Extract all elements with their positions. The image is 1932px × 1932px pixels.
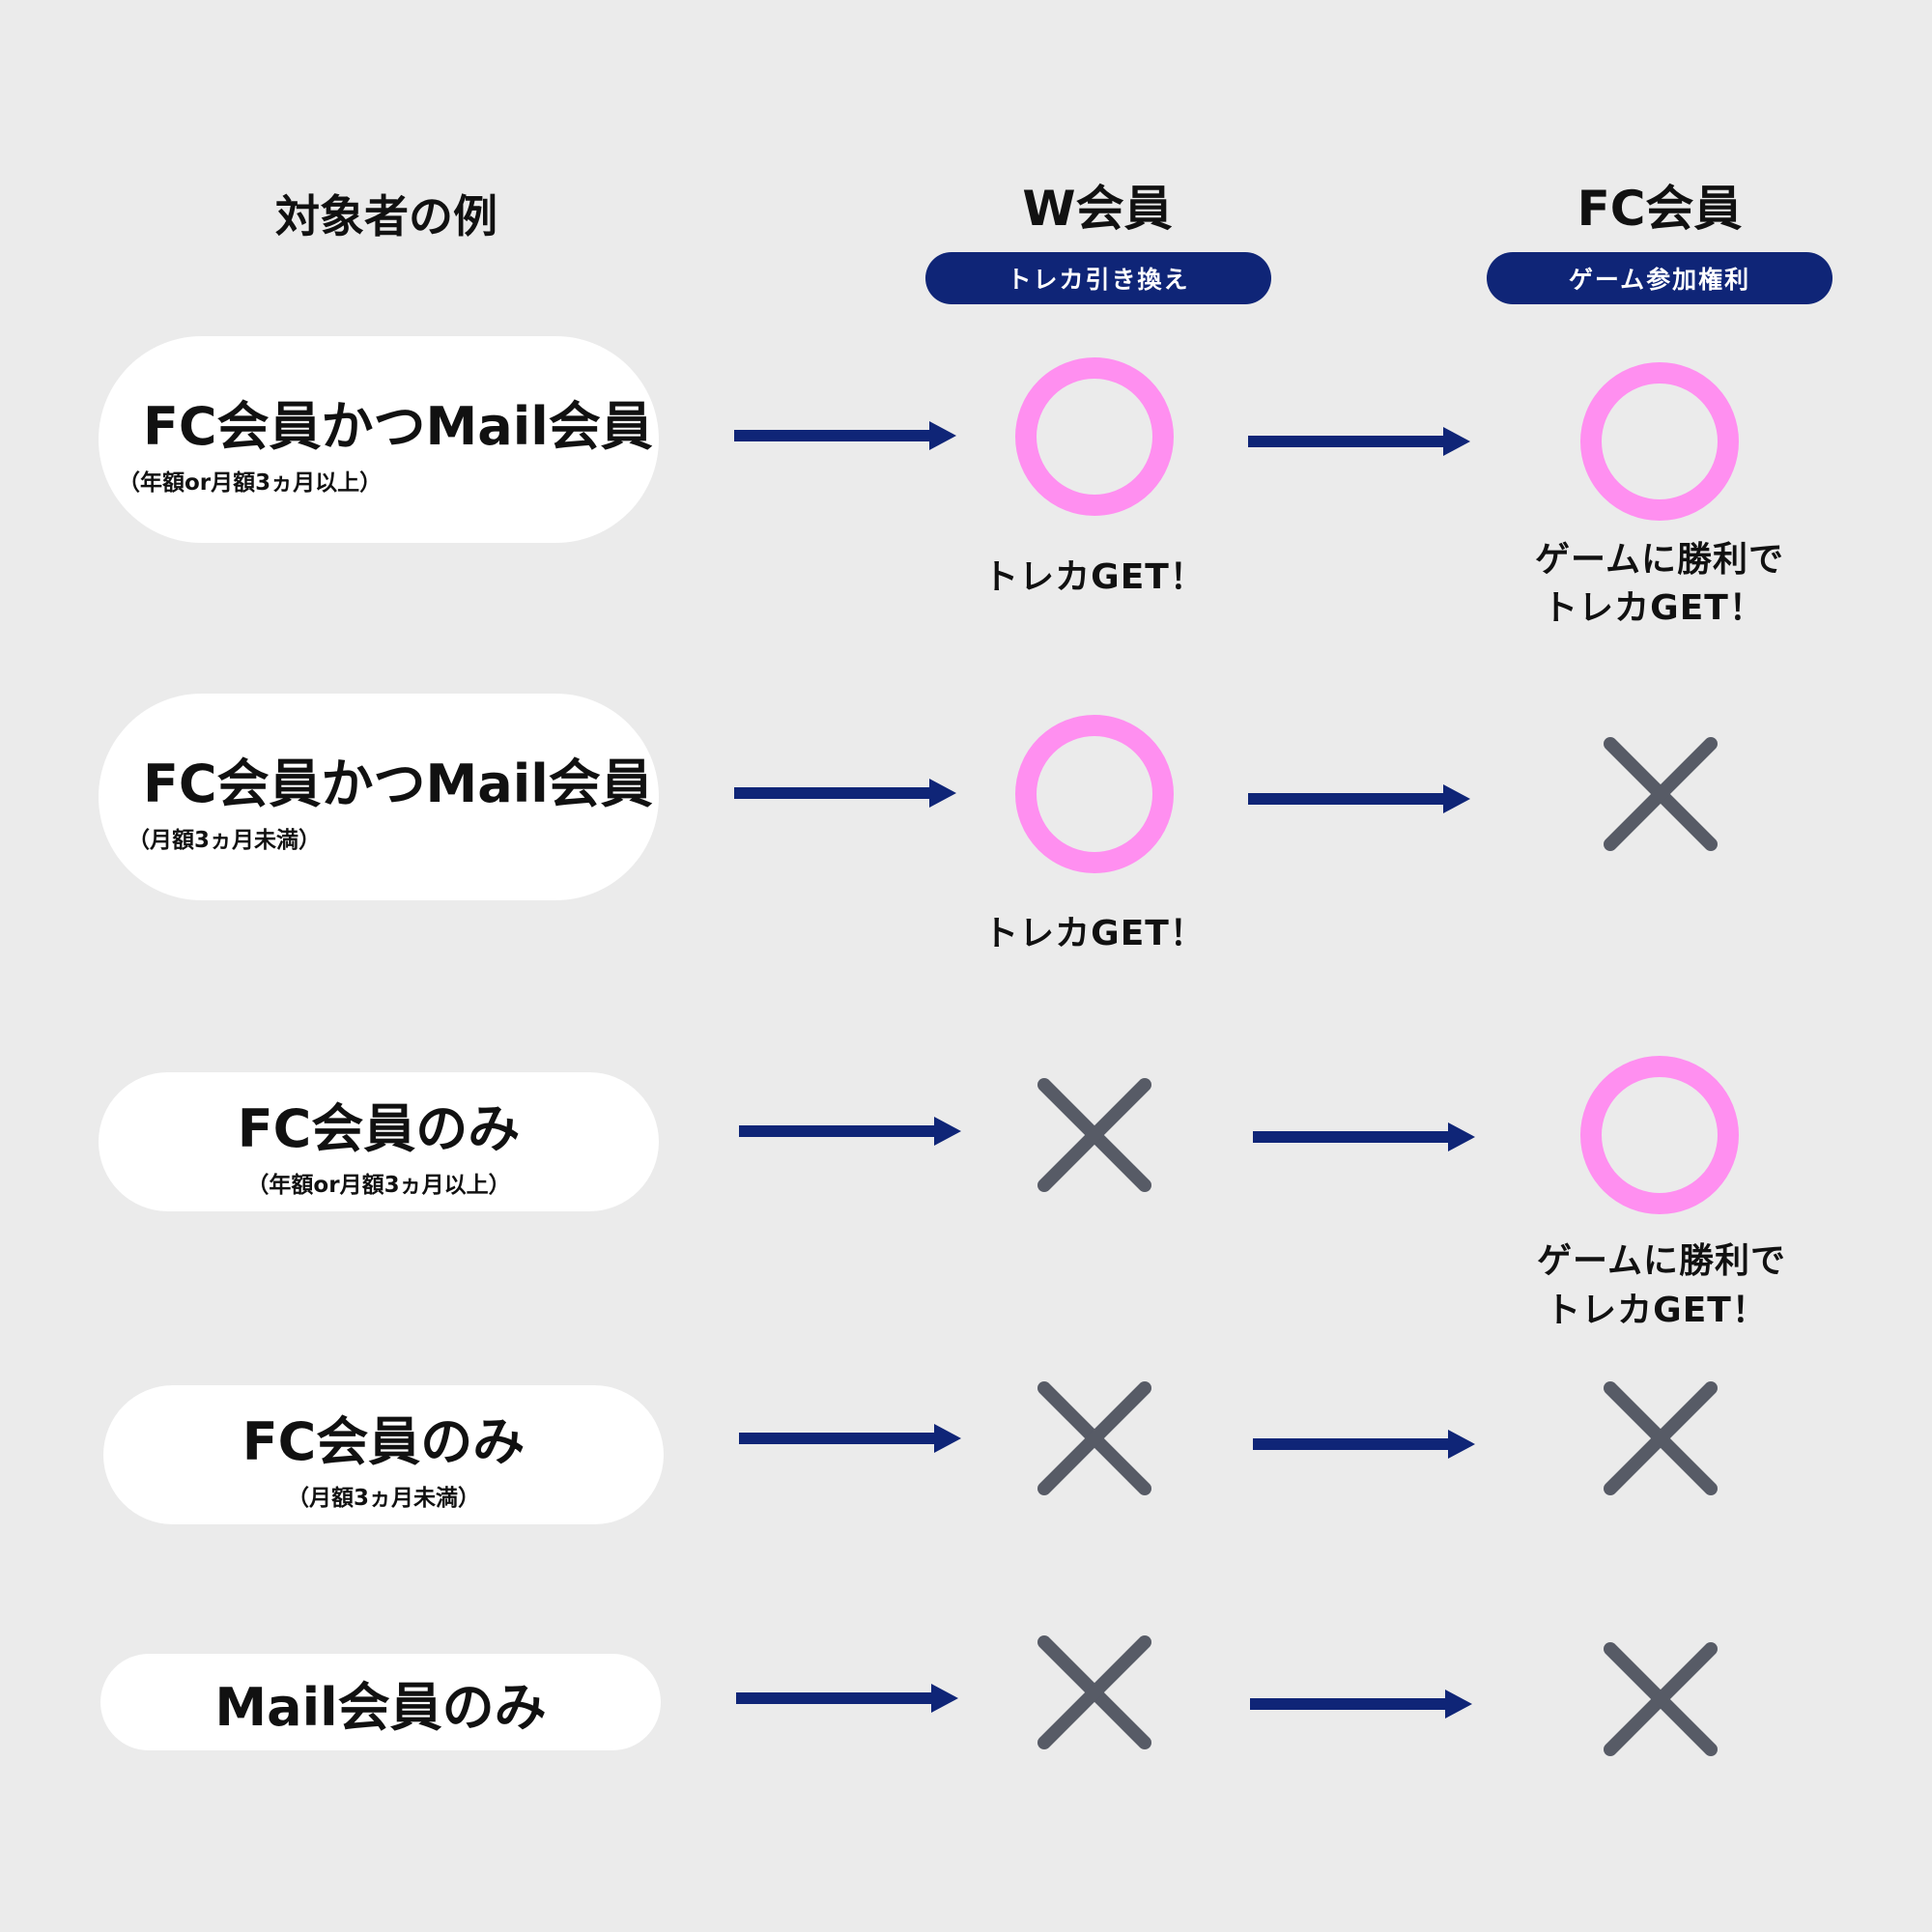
subject-pill-row-1: FC会員かつMail会員 （年額or月額3ヵ月以上） [99, 336, 659, 543]
tag-game-entry: ゲーム参加権利 [1487, 252, 1833, 304]
result-fc-row-3-line-1: ゲームに勝利で [1537, 1241, 1786, 1281]
subject-title: Mail会員のみ [214, 1676, 547, 1738]
result-w-row-2: トレカGET！ [983, 914, 1206, 953]
subject-title: FC会員のみ [242, 1410, 526, 1472]
header-subject-examples: 対象者の例 [275, 190, 497, 242]
arrow-row-4-to-w [739, 1424, 961, 1453]
subject-pill-row-5: Mail会員のみ [100, 1654, 661, 1750]
subject-note: （年額or月額3ヵ月以上） [118, 469, 383, 496]
cross-mark-row-3-w [1037, 1078, 1151, 1192]
result-fc-row-3-line-2: トレカGET！ [1546, 1291, 1768, 1330]
circle-mark-row-1-fc [1580, 362, 1739, 521]
arrow-row-2-to-fc [1248, 784, 1470, 813]
result-fc-row-1-line-1: ゲームに勝利で [1535, 540, 1784, 580]
arrow-row-5-to-w [736, 1684, 958, 1713]
arrow-row-3-to-w [739, 1117, 961, 1146]
cross-mark-row-2-fc [1604, 737, 1718, 851]
arrow-row-1-to-w [734, 421, 956, 450]
circle-mark-row-2-w [1015, 715, 1174, 873]
tag-card-exchange: トレカ引き換え [925, 252, 1271, 304]
cross-mark-row-4-fc [1604, 1381, 1718, 1495]
subject-title: FC会員のみ [237, 1097, 521, 1159]
subject-note: （月額3ヵ月未満） [128, 827, 322, 853]
arrow-row-1-to-fc [1248, 427, 1470, 456]
header-w-member: W会員 [1022, 181, 1173, 237]
cross-mark-row-5-w [1037, 1635, 1151, 1749]
arrow-row-2-to-w [734, 779, 956, 808]
subject-pill-row-2: FC会員かつMail会員 （月額3ヵ月未満） [99, 694, 659, 900]
result-fc-row-1-line-2: トレカGET！ [1543, 588, 1765, 628]
arrow-row-3-to-fc [1253, 1122, 1475, 1151]
subject-title: FC会員かつMail会員 [143, 753, 653, 814]
circle-mark-row-3-fc [1580, 1056, 1739, 1214]
circle-mark-row-1-w [1015, 357, 1174, 516]
cross-mark-row-5-fc [1604, 1642, 1718, 1756]
subject-pill-row-3: FC会員のみ （年額or月額3ヵ月以上） [99, 1072, 659, 1211]
subject-pill-row-4: FC会員のみ （月額3ヵ月未満） [103, 1385, 664, 1524]
subject-title: FC会員かつMail会員 [143, 395, 653, 457]
header-fc-member: FC会員 [1577, 181, 1743, 237]
cross-mark-row-4-w [1037, 1381, 1151, 1495]
arrow-row-5-to-fc [1250, 1690, 1472, 1719]
subject-note: （年額or月額3ヵ月以上） [246, 1172, 511, 1198]
result-w-row-1: トレカGET！ [983, 557, 1206, 597]
arrow-row-4-to-fc [1253, 1430, 1475, 1459]
subject-note: （月額3ヵ月未満） [286, 1485, 480, 1511]
